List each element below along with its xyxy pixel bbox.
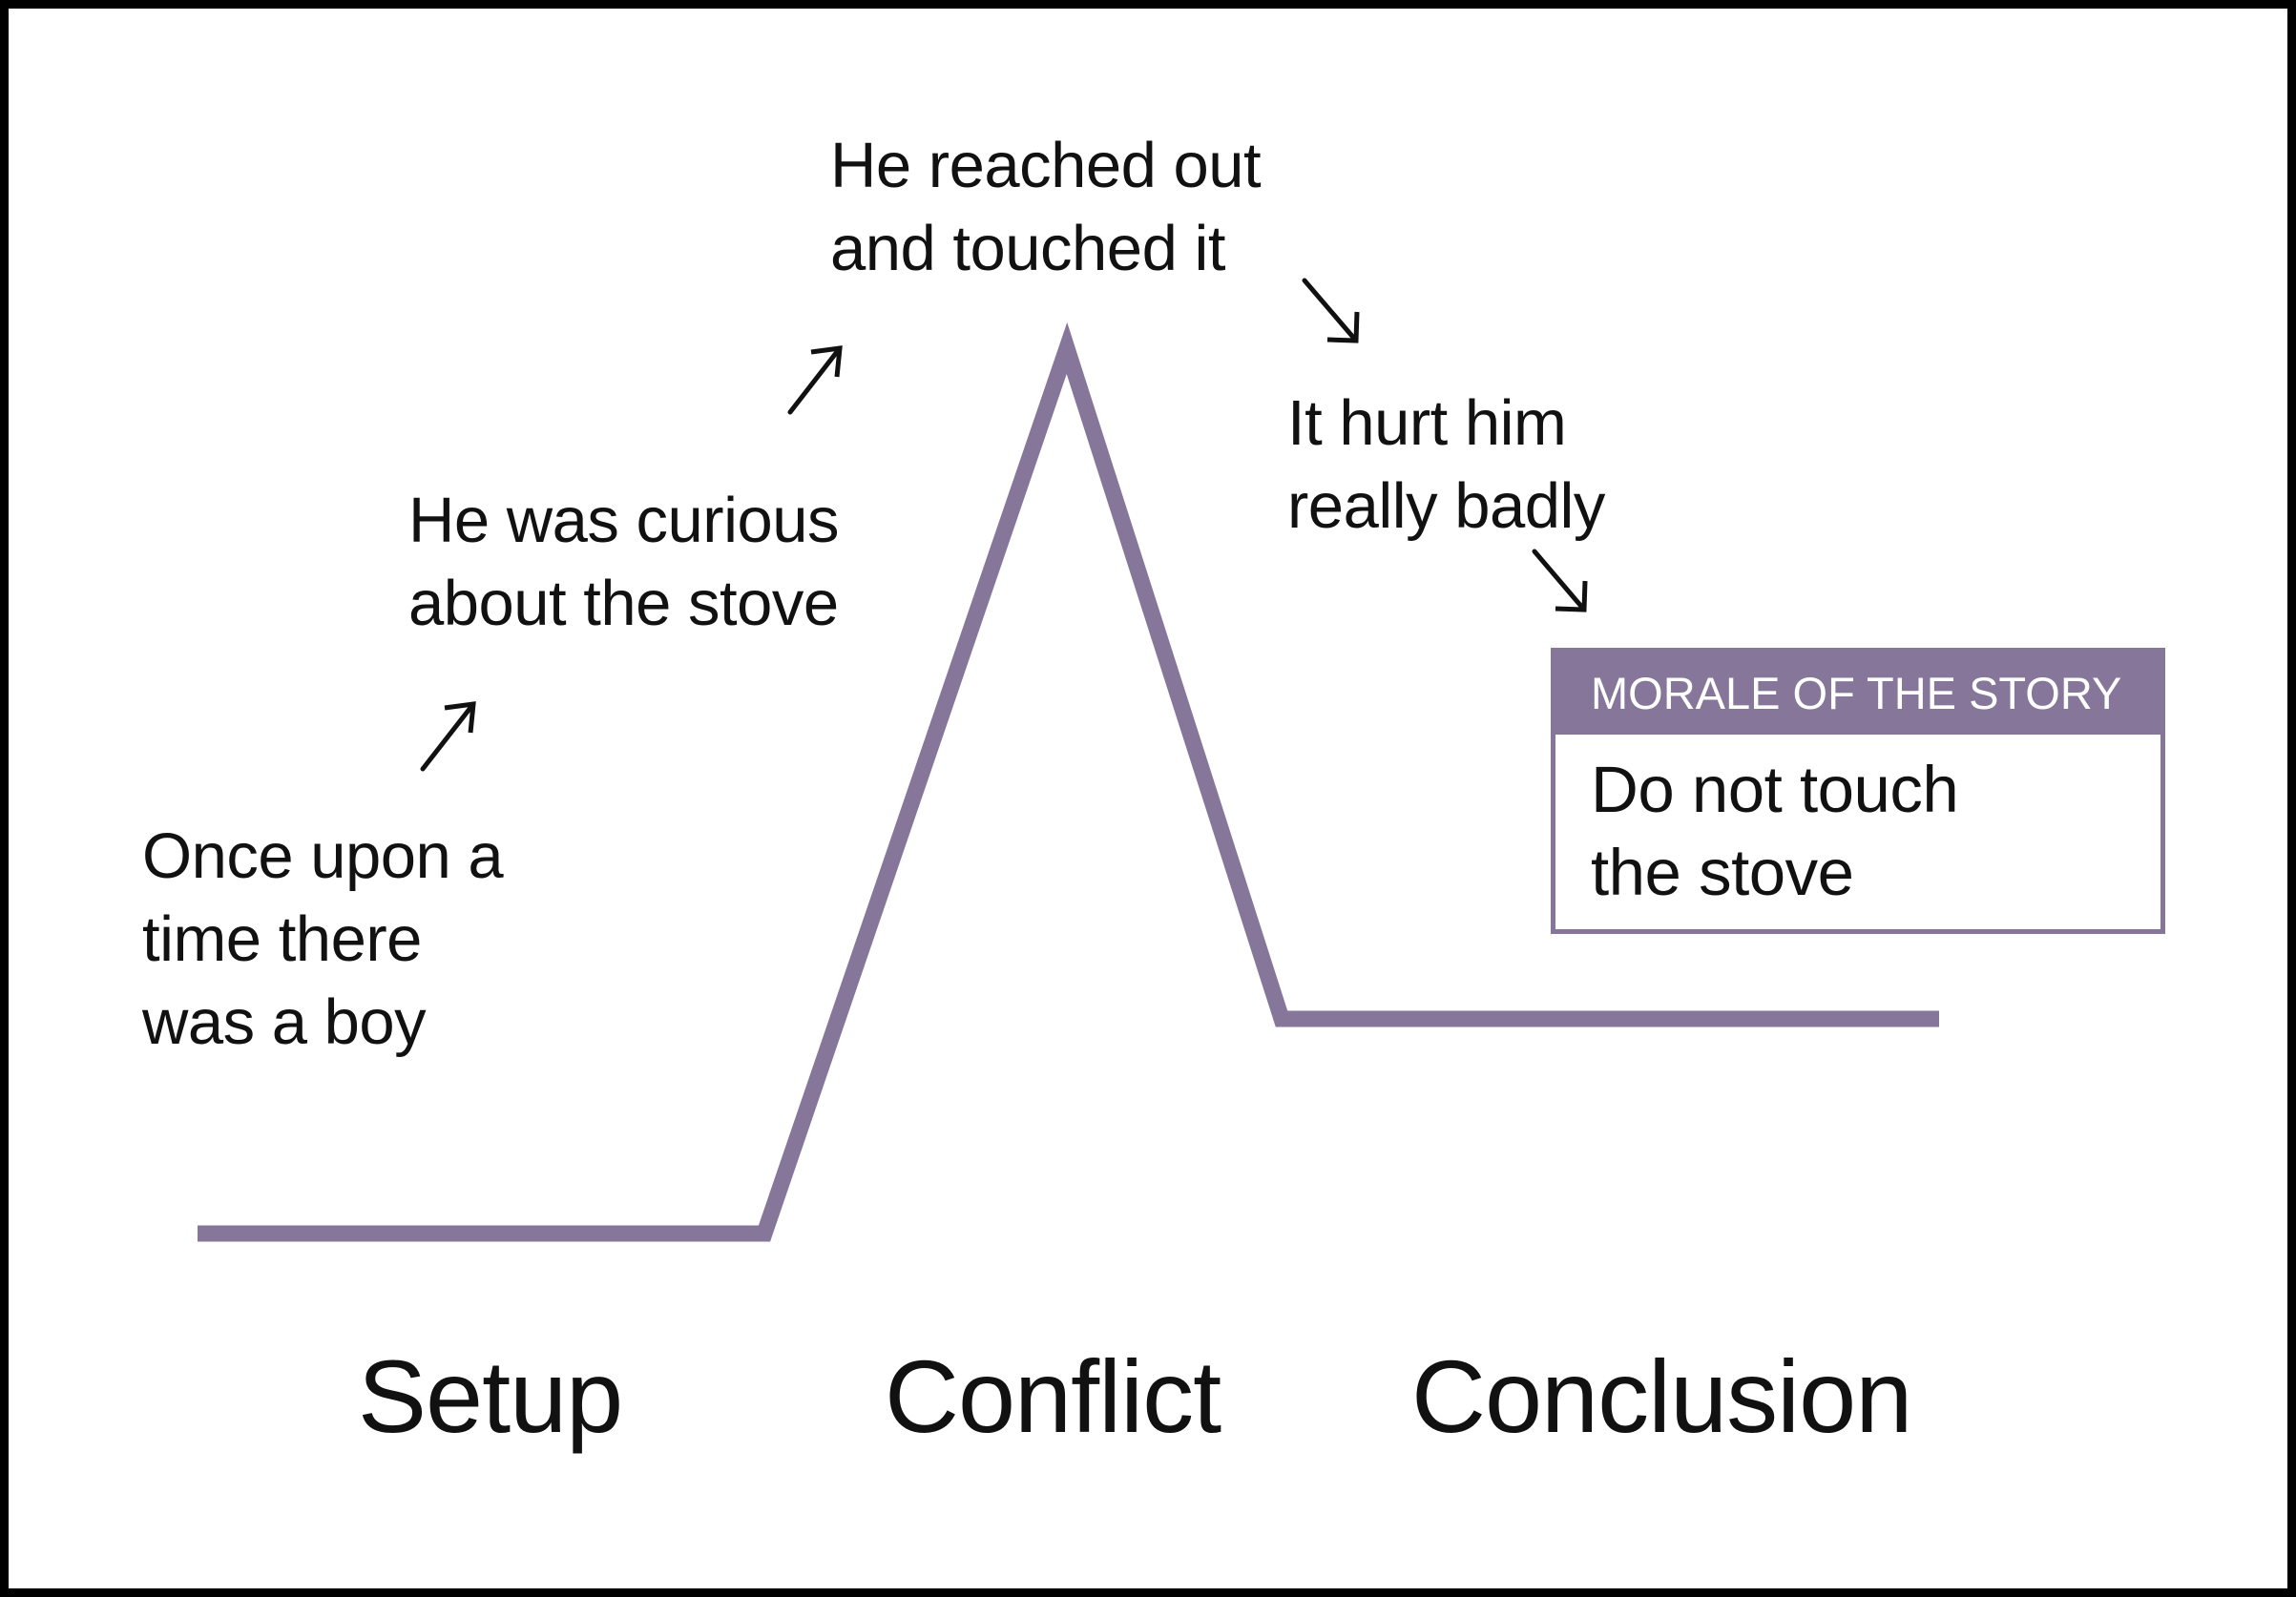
arrow-up-right-icon [420,701,476,772]
curious-note-line: about the stove [408,568,839,639]
setup-note-line: was a boy [142,986,427,1058]
curious-note-line: He was curious [408,485,840,556]
moral-box-line: Do not touch [1591,753,1959,826]
phase-label-conflict: Conflict [885,1338,1221,1454]
phase-label-conclusion: Conclusion [1411,1338,1912,1454]
arrow-down-right-icon [1532,549,1588,612]
climax-note-line: He reached out [830,130,1262,201]
setup-note: Once upon a time there was a boy [142,815,504,1064]
setup-note-line: time there [142,903,422,975]
story-arc-graphic [198,278,1939,1242]
curious-note: He was curious about the stove [408,479,840,645]
moral-box-body: Do not touch the stove [1555,735,2160,914]
climax-note: He reached out and touched it [830,124,1262,290]
arrow-up-right-icon [787,345,843,415]
moral-box-title: MORALE OF THE STORY [1555,653,2160,735]
phase-label-setup: Setup [358,1338,623,1454]
moral-box: MORALE OF THE STORY Do not touch the sto… [1551,648,2165,934]
moral-box-line: the stove [1591,836,1854,909]
story-arc-line [198,321,1939,1242]
arrow-down-right-icon [1302,278,1360,343]
consequence-note-line: It hurt him [1287,387,1567,459]
consequence-note: It hurt him really badly [1287,382,1605,548]
climax-note-line: and touched it [830,213,1225,284]
setup-note-line: Once upon a [142,820,504,892]
consequence-note-line: really badly [1287,470,1605,542]
